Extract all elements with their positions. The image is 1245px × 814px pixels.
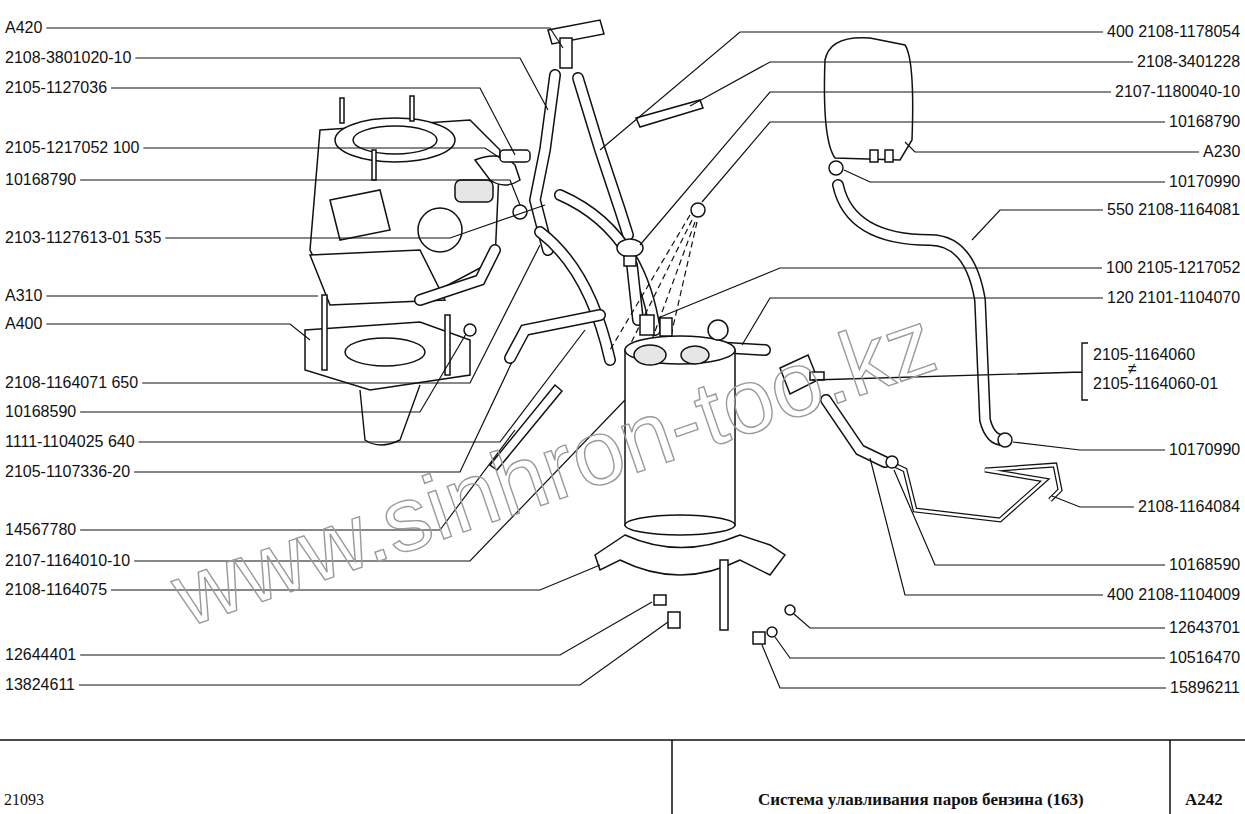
part-number: 1111-1104025 640 [5,433,135,451]
part-number: 2108-1164071 650 [5,374,138,392]
watermark: www.sinhron-too.kz [160,290,947,644]
part-number: 2108-1164084 [1138,498,1240,516]
leader-line [1052,496,1134,507]
leader-line [972,210,1103,240]
leader-line [46,28,563,48]
part-number: 2105-1217052 100 [5,139,139,157]
part-number: 10168790 [1169,113,1240,131]
part-number: 2105-1164060-01 [1093,375,1218,393]
part-number: 100 2105-1217052 [1106,259,1240,277]
leader-line [80,180,520,205]
leader-line [894,470,1165,565]
leader-line [79,622,668,685]
part-number: 2105-1164060 [1093,346,1195,364]
leader-line [80,602,652,655]
part-number: A230 [1203,143,1240,161]
leader-line [775,637,1165,658]
leader-line [690,62,1133,106]
part-number: 2108-3801020-10 [5,49,131,67]
part-number: 15896211 [1170,679,1240,697]
part-number: 2108-3401228 [1137,53,1240,71]
leader-line [165,205,545,238]
part-number: 12643701 [1169,619,1240,637]
leader-line [844,170,1165,182]
leader-line [794,614,1165,628]
leader-line [702,122,1165,202]
part-number: 10170990 [1169,441,1240,459]
part-number: 10168590 [1169,556,1240,574]
leader-line [46,324,310,340]
part-number: 10168590 [5,403,76,421]
leader-line [135,58,548,110]
footer-cell: 21093 [4,791,44,809]
part-number: 10170990 [1169,173,1240,191]
part-number: 550 2108-1164081 [1107,201,1240,219]
leader-line [111,88,515,155]
part-number: 13824611 [5,676,75,694]
leader-line [80,334,466,412]
leader-line [139,330,585,442]
part-number: 2103-1127613-01 535 [5,229,161,247]
leader-line [143,148,500,158]
part-number: A400 [5,315,42,333]
part-number: 120 2101-1104070 [1107,289,1240,307]
leader-line [1013,442,1165,450]
part-number: A420 [5,19,42,37]
part-number: 2107-1180040-10 [1115,83,1240,101]
leader-line [762,645,1166,688]
part-number: A310 [5,287,42,305]
leader-line [640,92,1111,245]
leader-line [600,32,1103,150]
footer-cell: A242 [1185,791,1223,809]
part-number: 400 2108-1104009 [1107,586,1240,604]
sheet-title: Система улавливания паров бензина (163) [758,790,1084,810]
leader-line [46,295,318,296]
part-number: 2105-1127036 [5,79,107,97]
leader-line [142,245,540,383]
part-number: 2108-1164075 [5,581,107,599]
part-number: 10516470 [1169,649,1240,667]
part-number: 14567780 [5,521,76,539]
part-number: 400 2108-1178054 [1107,23,1240,41]
leader-line [905,142,1199,152]
part-number: 2105-1107336-20 [5,463,130,481]
part-number: 12644401 [5,646,76,664]
part-number: 2107-1164010-10 [5,552,130,570]
leader-line [870,458,1103,595]
part-number: 10168790 [5,171,76,189]
